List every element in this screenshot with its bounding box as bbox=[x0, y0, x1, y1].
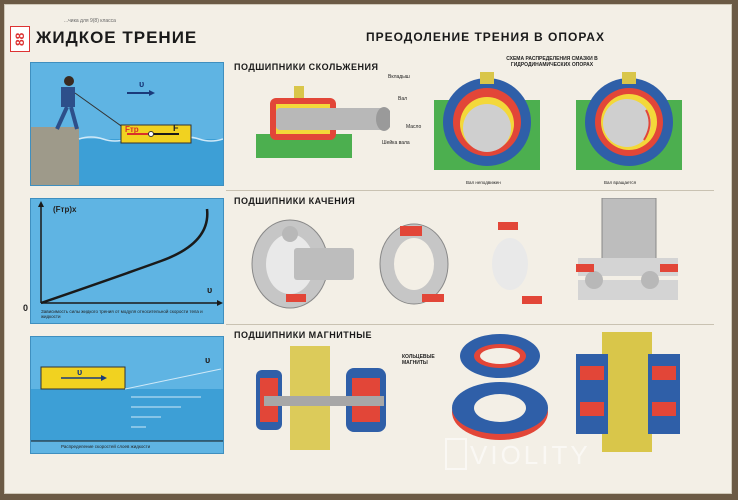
sliding-bearings-title: ПОДШИПНИКИ СКОЛЬЖЕНИЯ bbox=[234, 62, 379, 72]
left-title: ЖИДКОЕ ТРЕНИЕ bbox=[36, 28, 198, 47]
ring-magnets-label: КОЛЬЦЕВЫЕ МАГНИТЫ bbox=[402, 354, 435, 366]
right-title: ПРЕОДОЛЕНИЕ ТРЕНИЯ В ОПОРАХ bbox=[366, 30, 605, 44]
rolling-bearing-roller bbox=[379, 223, 449, 305]
divider-1 bbox=[226, 190, 714, 191]
magnetic-bearing-section bbox=[576, 332, 680, 452]
ring-magnets bbox=[452, 334, 548, 440]
page-number-badge: 88 bbox=[10, 26, 30, 52]
rolling-bearings-title: ПОДШИПНИКИ КАЧЕНИЯ bbox=[234, 196, 356, 206]
panel3-illustration bbox=[31, 366, 223, 442]
panel-graph: (Fтр)x υ 0 Зависимость силы жидкого трен… bbox=[23, 198, 224, 324]
panel2-graph bbox=[38, 201, 223, 306]
panel3-velocity-label: υ bbox=[77, 367, 83, 377]
graph-y-axis-label: (Fтр)x bbox=[53, 205, 77, 214]
panel1-force-label: F bbox=[173, 123, 179, 133]
bearing-still bbox=[434, 72, 540, 170]
sliding-label-liner: Вкладыш bbox=[388, 74, 410, 80]
graph-origin-label: 0 bbox=[23, 303, 29, 313]
caption-shaft-still: Вал неподвижен bbox=[466, 180, 501, 185]
graph-caption: Зависимость силы жидкого трения от модул… bbox=[41, 309, 203, 319]
sliding-label-journal: Шейка вала bbox=[382, 140, 410, 146]
sliding-label-oil: Масло bbox=[406, 124, 422, 130]
sliding-bearing-cutaway bbox=[256, 86, 390, 158]
magnetic-bearings-title: ПОДШИПНИКИ МАГНИТНЫЕ bbox=[234, 330, 373, 340]
panel-velocity-layers: υ υ Распределение скоростей слоев жидкос… bbox=[30, 336, 224, 454]
panel1-friction-label: Fтр bbox=[125, 125, 139, 134]
divider-2 bbox=[226, 324, 714, 325]
rolling-bearing-ball bbox=[251, 219, 354, 309]
sliding-label-shaft: Вал bbox=[398, 96, 408, 102]
watermark-icon bbox=[445, 438, 467, 470]
bearing-rotating bbox=[576, 72, 682, 170]
subnote: ...чика для 9(8) класса bbox=[64, 18, 116, 24]
watermark: VIOLITY bbox=[470, 440, 591, 470]
panel3-caption: Распределение скоростей слоев жидкости bbox=[61, 444, 151, 449]
panel-man-pulling: υ Fтр F bbox=[30, 62, 224, 186]
lubrication-scheme-title: СХЕМА РАСПРЕДЕЛЕНИЯ СМАЗКИ В ГИДРОДИНАМИ… bbox=[506, 56, 598, 68]
graph-x-axis-label: υ bbox=[207, 285, 213, 295]
panel1-velocity-label: υ bbox=[139, 79, 145, 89]
panel3-velocity-right-label: υ bbox=[205, 355, 211, 365]
caption-shaft-rotating: Вал вращается bbox=[604, 180, 637, 185]
panel1-illustration bbox=[31, 76, 223, 185]
rolling-bearing-thrust bbox=[576, 198, 678, 300]
rolling-bearing-needle bbox=[492, 222, 542, 304]
magnetic-bearing-assembly bbox=[256, 346, 386, 450]
